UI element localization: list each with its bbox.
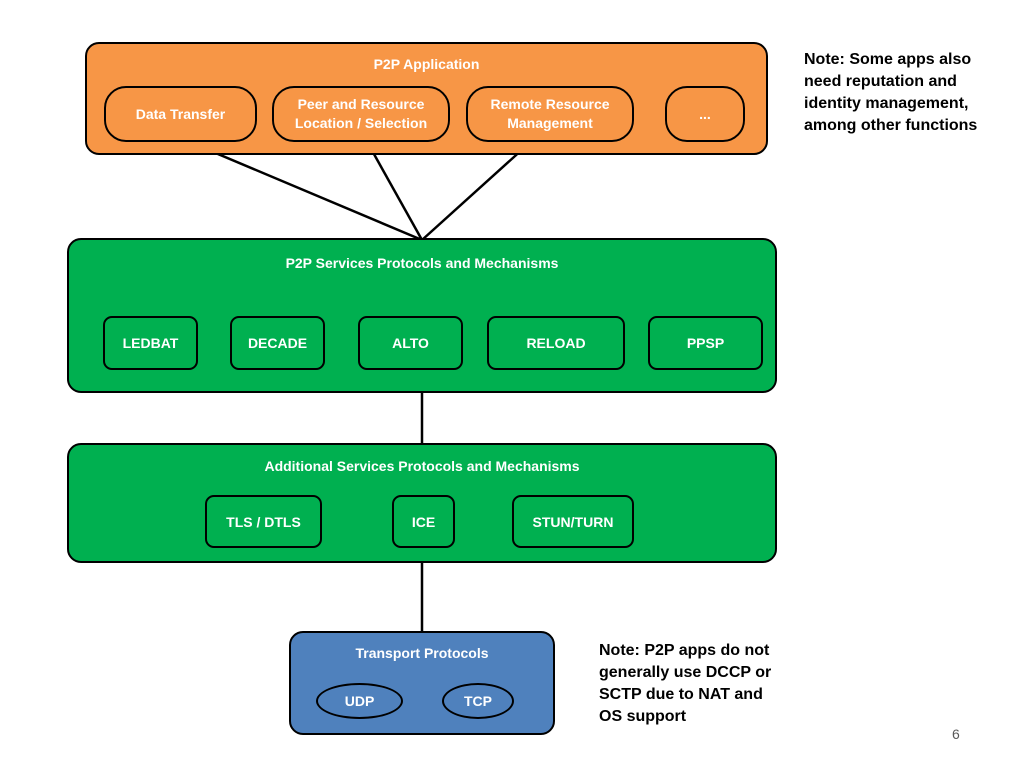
app-item-remote-resource-management: Remote Resource Management bbox=[466, 86, 634, 142]
link-remote-resource bbox=[421, 137, 536, 241]
note-dccp-sctp: Note: P2P apps do not generally use DCCP… bbox=[599, 642, 772, 725]
protocol-tcp: TCP bbox=[442, 683, 514, 719]
app-item-more: ... bbox=[665, 86, 745, 142]
protocol-decade: DECADE bbox=[230, 316, 325, 370]
layer-title: Transport Protocols bbox=[355, 645, 489, 661]
protocol-ledbat: LEDBAT bbox=[103, 316, 198, 370]
note-reputation-identity: Note: Some apps also need reputation and… bbox=[804, 51, 978, 134]
transport-protocols-layer: Transport Protocols UDP TCP bbox=[289, 631, 555, 735]
app-item-data-transfer: Data Transfer bbox=[104, 86, 257, 142]
protocol-ice: ICE bbox=[392, 495, 455, 548]
additional-services-layer: Additional Services Protocols and Mechan… bbox=[67, 443, 777, 563]
page-number: 6 bbox=[952, 726, 960, 742]
layer-title: P2P Services Protocols and Mechanisms bbox=[285, 255, 559, 271]
protocol-udp: UDP bbox=[316, 683, 403, 719]
protocol-alto: ALTO bbox=[358, 316, 463, 370]
layer-title: Additional Services Protocols and Mechan… bbox=[264, 458, 580, 474]
app-item-peer-resource-location: Peer and Resource Location / Selection bbox=[272, 86, 450, 142]
layer-title: P2P Application bbox=[373, 56, 480, 72]
p2p-services-layer: P2P Services Protocols and Mechanisms LE… bbox=[67, 238, 777, 393]
protocol-reload: RELOAD bbox=[487, 316, 625, 370]
link-peer-resource bbox=[363, 137, 424, 241]
protocol-tls-dtls: TLS / DTLS bbox=[205, 495, 322, 548]
p2p-application-layer: P2P Application Data Transfer Peer and R… bbox=[85, 42, 768, 155]
protocol-ppsp: PPSP bbox=[648, 316, 763, 370]
protocol-stun-turn: STUN/TURN bbox=[512, 495, 634, 548]
link-data-transfer bbox=[179, 136, 423, 242]
